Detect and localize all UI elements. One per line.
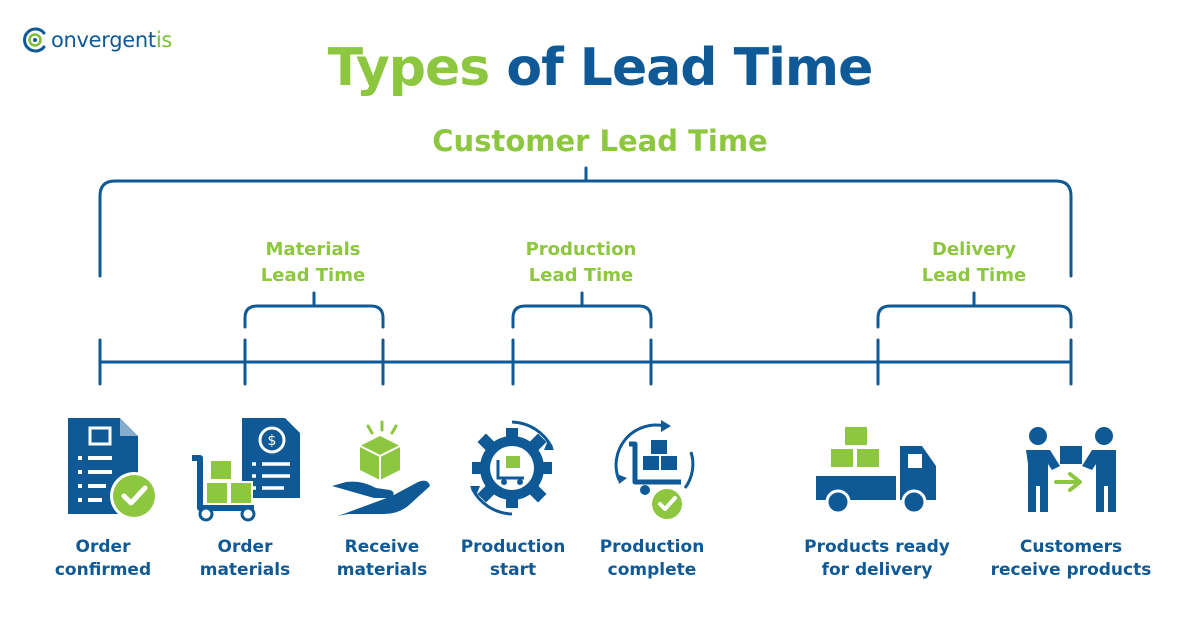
handover-people-icon (1026, 427, 1116, 512)
document-checkmark-icon (68, 418, 158, 520)
logo-text-main: onvergent (51, 28, 156, 52)
materials-label-line2: Lead Time (260, 265, 366, 286)
step-label-line2: for delivery (821, 560, 933, 580)
step-label-line1: Production (460, 537, 566, 557)
step-label-line2: start (489, 560, 537, 580)
step-label-line1: Order (75, 537, 131, 557)
customer-bracket (98, 179, 1073, 278)
hand-box-icon (332, 420, 430, 516)
step-label-line2: confirmed (54, 560, 152, 580)
step-order-confirmed: Order confirmed (18, 536, 188, 582)
production-label-line2: Lead Time (528, 265, 634, 286)
title-part-2: of Lead Time (506, 38, 873, 98)
step-receive-materials: Receive materials (297, 536, 467, 582)
step-order-materials: Order materials (160, 536, 330, 582)
production-label-line1: Production (525, 239, 637, 260)
step-label-line2: receive products (990, 560, 1152, 580)
cart-invoice-icon: $ (192, 418, 300, 522)
step-customers-receive: Customers receive products (986, 536, 1156, 582)
materials-lead-time-label: Materials Lead Time (213, 237, 413, 289)
production-bracket (511, 304, 653, 329)
step-label-line1: Production (599, 537, 705, 557)
production-lead-time-label: Production Lead Time (481, 237, 681, 289)
step-production-complete: Production complete (567, 536, 737, 582)
delivery-truck-icon (816, 425, 936, 515)
logo-swirl-icon (23, 27, 46, 53)
svg-text:$: $ (268, 433, 277, 449)
logo-text-suffix: is (155, 28, 173, 52)
step-label-line1: Customers (1019, 537, 1123, 557)
step-label-line2: materials (336, 560, 428, 580)
gear-cart-icon (470, 420, 554, 516)
step-label-line1: Products ready (804, 537, 950, 557)
delivery-lead-time-label: Delivery Lead Time (874, 237, 1074, 289)
title-part-1: Types (327, 38, 491, 98)
cycle-cart-check-icon (614, 420, 695, 521)
step-label-line2: complete (607, 560, 697, 580)
materials-bracket (243, 304, 385, 329)
delivery-label-line2: Lead Time (921, 265, 1027, 286)
step-label-line1: Order (217, 537, 273, 557)
step-label-line2: materials (199, 560, 291, 580)
page-title: Types of Lead Time (0, 38, 1200, 98)
materials-label-line1: Materials (265, 239, 361, 260)
customer-lead-time-label: Customer Lead Time (432, 124, 768, 158)
step-products-ready: Products ready for delivery (792, 536, 962, 582)
step-label-line1: Receive (344, 537, 420, 557)
delivery-label-line1: Delivery (931, 239, 1017, 260)
delivery-bracket (876, 304, 1073, 329)
step-production-start: Production start (428, 536, 598, 582)
